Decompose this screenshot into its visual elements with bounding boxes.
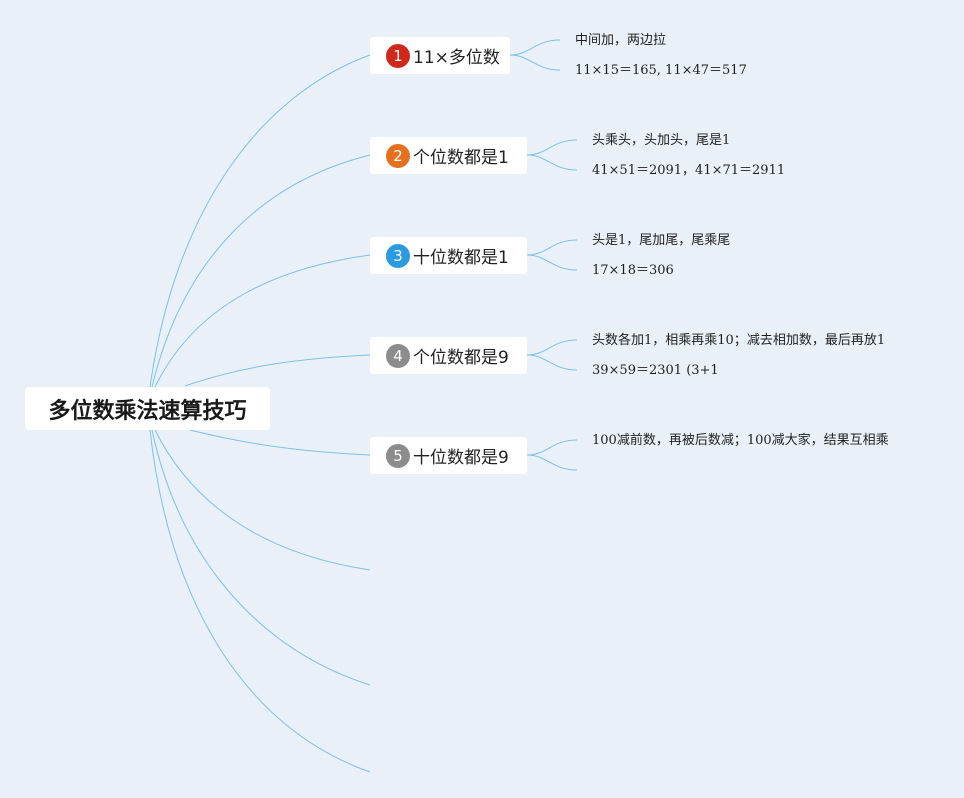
branch-label: 个位数都是9 bbox=[413, 348, 509, 368]
connector-root-branch-1 bbox=[149, 54, 371, 388]
branch-label: 个位数都是1 bbox=[413, 148, 509, 168]
number-badge-icon: 5 bbox=[386, 443, 410, 468]
connector-branch-4-leaf-1 bbox=[526, 339, 578, 356]
leaf-3-2[interactable]: 17×18＝306 bbox=[592, 263, 674, 278]
connector-branch-1-leaf-1 bbox=[509, 39, 561, 56]
connector-root-branch-5 bbox=[189, 429, 371, 456]
leaf-4-1[interactable]: 头数各加1，相乘再乘10；减去相加数，最后再放1 bbox=[592, 333, 886, 348]
connector-root-empty-2 bbox=[151, 429, 371, 686]
number-badge-icon: 2 bbox=[386, 143, 410, 168]
connector-branch-2-leaf-1 bbox=[526, 139, 578, 156]
connector-branch-2-leaf-2 bbox=[526, 154, 578, 171]
connector-branch-3-leaf-2 bbox=[526, 254, 578, 271]
leaf-1-1[interactable]: 中间加，两边拉 bbox=[575, 33, 667, 48]
leaf-1-2[interactable]: 11×15＝165, 11×47＝517 bbox=[575, 63, 747, 78]
branch-node-3[interactable]: 3 十位数都是1 bbox=[370, 237, 527, 274]
connector-root-empty-1 bbox=[154, 429, 371, 571]
leaf-2-1[interactable]: 头乘头，头加头，尾是1 bbox=[592, 133, 731, 148]
connector-root-branch-4 bbox=[184, 354, 371, 387]
connector-branch-5-leaf-2 bbox=[526, 454, 578, 471]
number-badge-icon: 4 bbox=[386, 343, 410, 368]
leaf-4-2[interactable]: 39×59＝2301 (3+1 bbox=[592, 363, 719, 378]
number-badge-icon: 3 bbox=[386, 243, 410, 268]
leaf-5-1[interactable]: 100减前数，再被后数减；100减大家，结果互相乘 bbox=[592, 433, 889, 448]
branch-label: 十位数都是1 bbox=[413, 248, 509, 268]
connector-branch-5-leaf-1 bbox=[526, 439, 578, 456]
leaf-2-2[interactable]: 41×51＝2091，41×71＝2911 bbox=[592, 163, 786, 178]
leaf-3-1[interactable]: 头是1，尾加尾，尾乘尾 bbox=[592, 233, 731, 248]
branch-node-4[interactable]: 4 个位数都是9 bbox=[370, 337, 527, 374]
root-label: 多位数乘法速算技巧 bbox=[48, 398, 247, 424]
number-badge-icon: 1 bbox=[386, 43, 410, 68]
connector-branch-1-leaf-2 bbox=[509, 54, 561, 71]
branch-node-1[interactable]: 1 11×多位数 bbox=[370, 37, 510, 74]
connector-root-empty-3 bbox=[149, 429, 371, 773]
branch-label: 十位数都是9 bbox=[413, 448, 509, 468]
connector-branch-4-leaf-2 bbox=[526, 354, 578, 371]
connector-root-branch-2 bbox=[151, 154, 371, 388]
connector-root-branch-3 bbox=[154, 254, 371, 388]
root-node[interactable]: 多位数乘法速算技巧 bbox=[25, 387, 270, 430]
connector-branch-3-leaf-1 bbox=[526, 239, 578, 256]
branch-node-2[interactable]: 2 个位数都是1 bbox=[370, 137, 527, 174]
branch-node-5[interactable]: 5 十位数都是9 bbox=[370, 437, 527, 474]
branch-label: 11×多位数 bbox=[413, 48, 500, 68]
